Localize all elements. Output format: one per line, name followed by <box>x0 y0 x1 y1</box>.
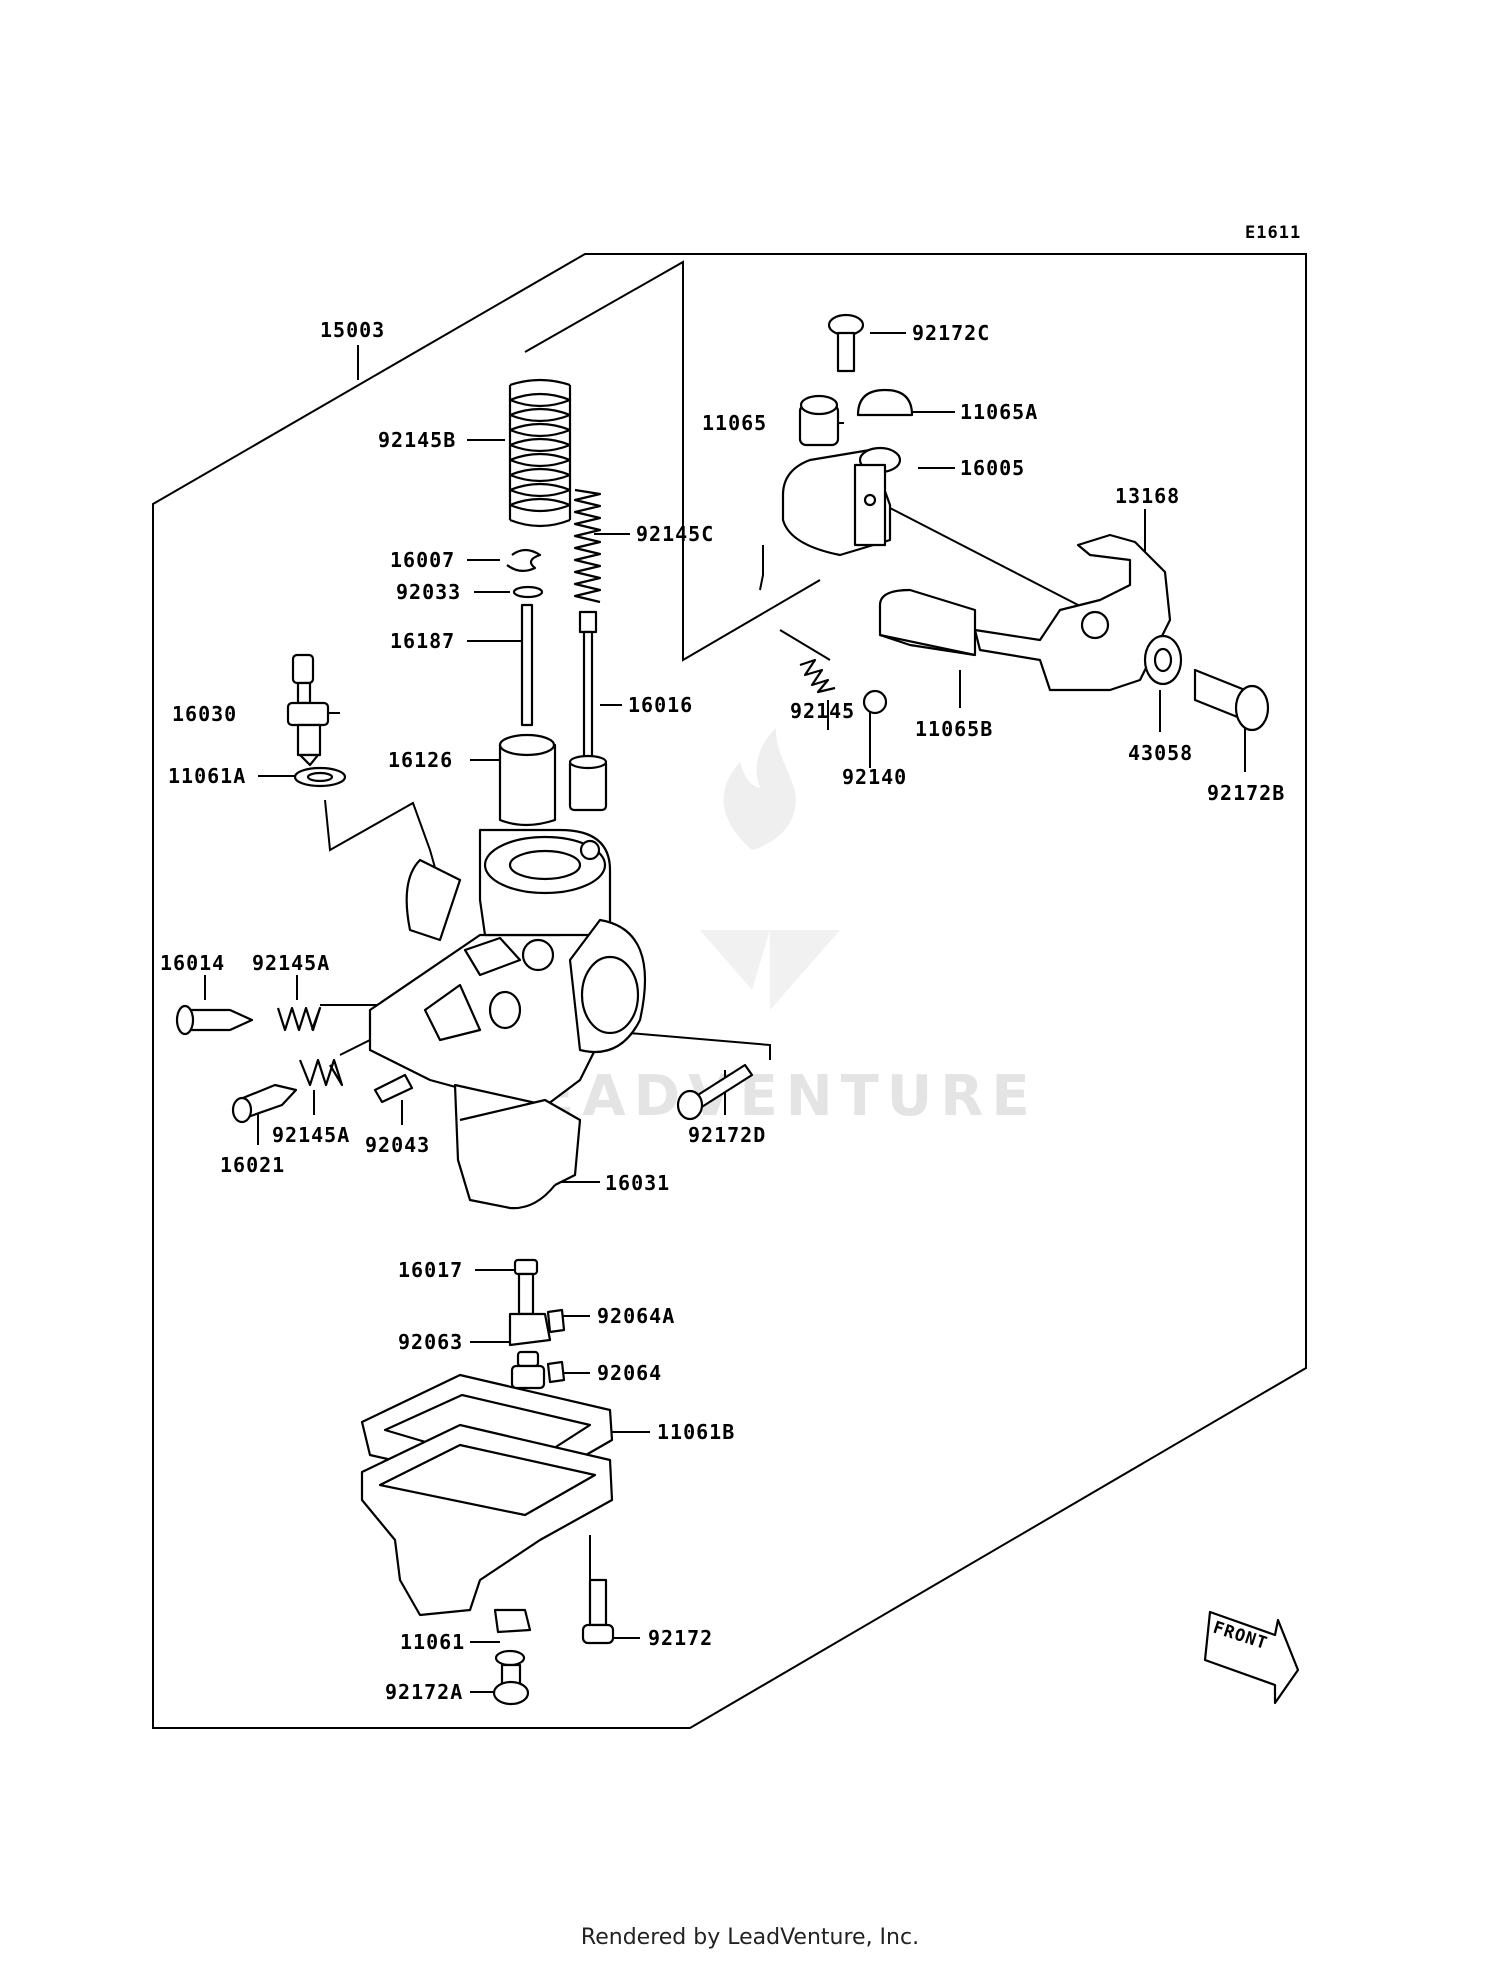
label-92033: 92033 <box>396 580 461 604</box>
jet-16017 <box>508 1258 552 1347</box>
washer-11061 <box>494 1649 526 1667</box>
label-92145B: 92145B <box>378 428 456 452</box>
ring-92033 <box>512 585 544 599</box>
label-92172B: 92172B <box>1207 781 1285 805</box>
valve-16126 <box>498 733 557 827</box>
ball-92140 <box>862 689 888 715</box>
diagram-code: E1611 <box>1245 223 1301 243</box>
cap-11065A <box>856 388 914 417</box>
label-92172D: 92172D <box>688 1123 766 1147</box>
label-92140: 92140 <box>842 765 907 789</box>
carburetor-body <box>368 828 647 1210</box>
spring-92145A-2 <box>298 1058 344 1087</box>
label-16014: 16014 <box>160 951 225 975</box>
spring-92145C <box>573 488 602 604</box>
label-16021: 16021 <box>220 1153 285 1177</box>
label-92043: 92043 <box>365 1133 430 1157</box>
spring-92145 <box>799 658 836 694</box>
diagram-frame <box>152 253 1307 1729</box>
lever-hole <box>1080 610 1110 640</box>
label-92063: 92063 <box>398 1330 463 1354</box>
washer-43058 <box>1143 634 1183 686</box>
label-11061A: 11061A <box>168 764 246 788</box>
label-15003: 15003 <box>320 318 385 342</box>
label-92145A-2: 92145A <box>272 1123 350 1147</box>
pilot-16030 <box>286 653 330 767</box>
needle-16187 <box>520 603 534 727</box>
screw-16021 <box>231 1083 298 1124</box>
washer-11061A <box>293 766 347 788</box>
spring-92145B <box>508 378 572 528</box>
screw-92172C <box>827 313 865 373</box>
screw-92172D <box>676 1063 754 1121</box>
label-16187: 16187 <box>390 629 455 653</box>
label-92145A-1: 92145A <box>252 951 330 975</box>
footer-credit: Rendered by LeadVenture, Inc. <box>580 1925 920 1950</box>
float-bowl <box>360 1423 614 1634</box>
label-16030: 16030 <box>172 702 237 726</box>
label-16016: 16016 <box>628 693 693 717</box>
label-13168: 13168 <box>1115 484 1180 508</box>
label-16005: 16005 <box>960 456 1025 480</box>
label-92172A: 92172A <box>385 1680 463 1704</box>
screw-16014 <box>175 1004 254 1036</box>
screw-92172B <box>1193 668 1270 732</box>
label-92145C: 92145C <box>636 522 714 546</box>
bracket-16005 <box>781 446 902 557</box>
screw-92064 <box>546 1360 566 1384</box>
jet-92063 <box>510 1350 546 1390</box>
label-16007: 16007 <box>390 548 455 572</box>
label-92145: 92145 <box>790 699 855 723</box>
label-92064A: 92064A <box>597 1304 675 1328</box>
pad-11065B <box>878 588 977 657</box>
label-11065A: 11065A <box>960 400 1038 424</box>
screw-92172A <box>492 1663 530 1706</box>
label-92172C: 92172C <box>912 321 990 345</box>
screw-92172 <box>581 1578 615 1645</box>
label-43058: 43058 <box>1128 741 1193 765</box>
label-16126: 16126 <box>388 748 453 772</box>
lever-13168 <box>973 533 1172 692</box>
label-11061B: 11061B <box>657 1420 735 1444</box>
front-arrow: FRONT <box>1203 1610 1300 1705</box>
label-16031: 16031 <box>605 1171 670 1195</box>
label-11065: 11065 <box>702 411 767 435</box>
label-92064: 92064 <box>597 1361 662 1385</box>
watermark-logo <box>700 728 840 1010</box>
rod-16016 <box>568 610 608 812</box>
label-92172: 92172 <box>648 1626 713 1650</box>
pin-92043 <box>373 1073 414 1104</box>
label-11061: 11061 <box>400 1630 465 1654</box>
spring-92145A-1 <box>276 1006 322 1032</box>
label-11065B: 11065B <box>915 717 993 741</box>
screw-92064A <box>546 1308 566 1334</box>
clip-16007 <box>506 548 542 572</box>
cap-11065 <box>798 394 840 447</box>
label-16017: 16017 <box>398 1258 463 1282</box>
